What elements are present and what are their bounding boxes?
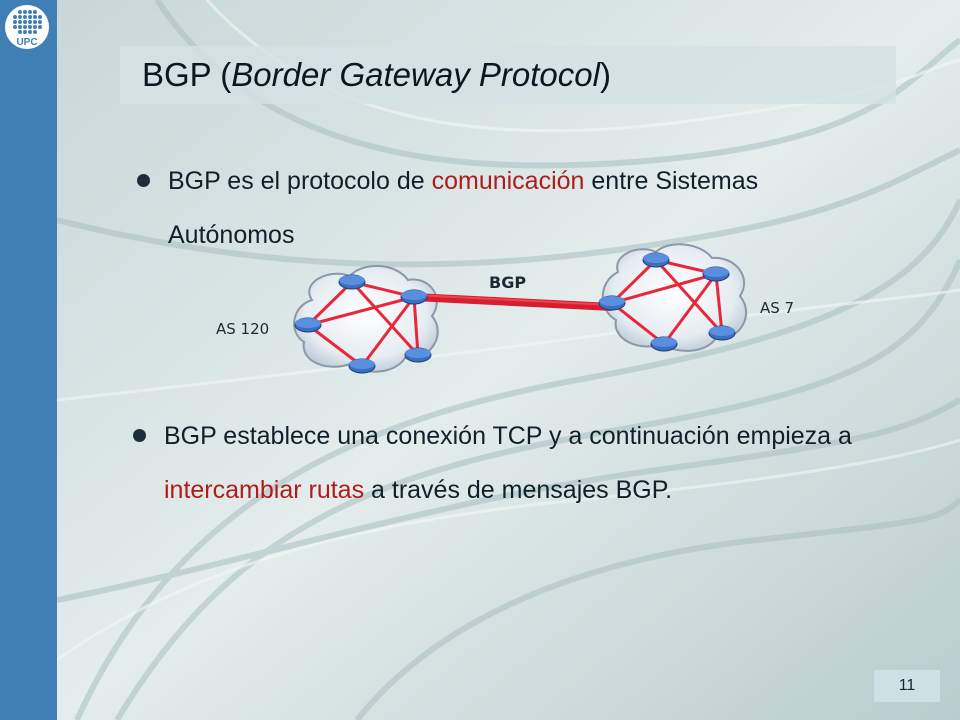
bullet-2-highlight: intercambiar rutas bbox=[164, 476, 365, 504]
logo-text: UPC bbox=[16, 37, 37, 48]
bgp-link-label: BGP bbox=[489, 273, 527, 292]
bullet-1-text-end: entre Sistemas Autónomos bbox=[168, 167, 759, 249]
router-icon bbox=[404, 347, 432, 363]
page-number: 11 bbox=[874, 670, 940, 702]
title-bar: BGP (Border Gateway Protocol) bbox=[120, 46, 896, 104]
bullet-dot bbox=[133, 429, 146, 442]
sidebar: UPC bbox=[0, 0, 57, 720]
router-icon bbox=[650, 336, 678, 352]
upc-logo: UPC bbox=[5, 5, 49, 49]
router-icon bbox=[708, 325, 736, 341]
router-icon bbox=[598, 295, 626, 311]
bullet-1: BGP es el protocolo de comunicación entr… bbox=[137, 154, 848, 262]
router-icon bbox=[400, 289, 428, 305]
title-prefix: BGP ( bbox=[142, 56, 232, 93]
title-italic: Border Gateway Protocol bbox=[231, 56, 600, 93]
bullet-2-text-end: a través de mensajes BGP. bbox=[364, 476, 673, 504]
bullet-1-highlight: comunicación bbox=[431, 167, 585, 195]
bullet-2-text: BGP establece una conexión TCP y a conti… bbox=[164, 422, 852, 450]
as120-cloud bbox=[293, 264, 439, 373]
router-icon bbox=[702, 266, 730, 282]
bullet-dot bbox=[137, 174, 150, 187]
router-icon bbox=[642, 252, 670, 268]
title-suffix: ) bbox=[599, 56, 611, 93]
as7-label: AS 7 bbox=[760, 299, 795, 317]
router-icon bbox=[348, 358, 376, 374]
router-icons bbox=[294, 252, 736, 374]
bullet-2: BGP establece una conexión TCP y a conti… bbox=[133, 409, 864, 517]
as120-label: AS 120 bbox=[216, 320, 270, 338]
background-cables-image bbox=[57, 0, 960, 720]
bullet-1-text: BGP es el protocolo de bbox=[168, 167, 432, 195]
bgp-link bbox=[413, 293, 613, 311]
router-icon bbox=[338, 274, 366, 290]
slide-title: BGP (Border Gateway Protocol) bbox=[142, 56, 611, 94]
router-icon bbox=[294, 317, 322, 333]
